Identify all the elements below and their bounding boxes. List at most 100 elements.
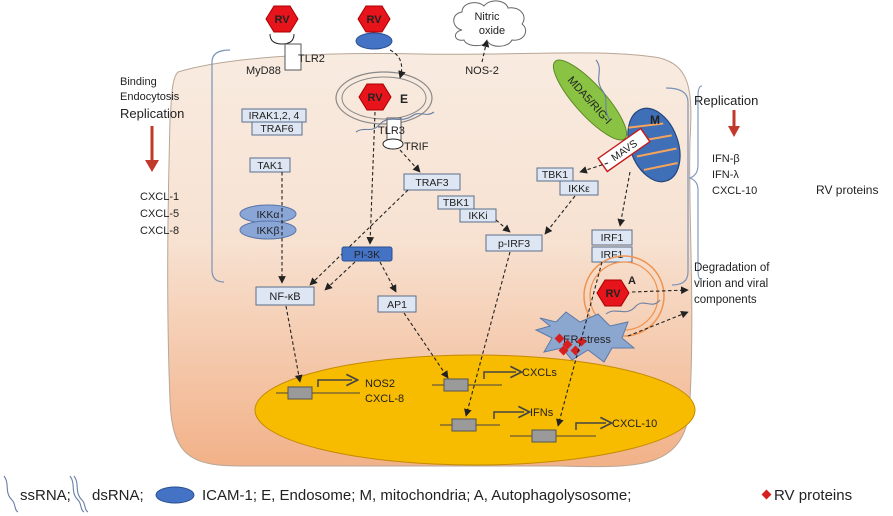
- left-panel-cxcl5: CXCL-5: [140, 208, 179, 220]
- legend-ssrna: ssRNA;: [20, 487, 71, 504]
- nucleus: [254, 354, 696, 466]
- icam1-receptor: [355, 32, 393, 50]
- traf3-box: [403, 173, 461, 191]
- ikke-to-pirf3-arrow: [544, 195, 576, 235]
- endosome-label: E: [400, 92, 408, 106]
- legend-dsrna: dsRNA;: [92, 487, 144, 504]
- icam-to-endosome-arrow: [389, 49, 406, 79]
- virus-autophagosome: RV: [596, 279, 630, 307]
- endosome-outer: [335, 71, 433, 125]
- nitric-oxide-line1: Nitric: [474, 11, 500, 23]
- ikki-box: [459, 208, 497, 223]
- irak-label: IRAK1,2, 4: [249, 110, 300, 122]
- er-stress-label: ER stress: [563, 334, 611, 346]
- ikke-label: IKKε: [568, 183, 590, 195]
- ikka-label: IKKα: [257, 209, 280, 221]
- virus-endosome: RV: [358, 83, 392, 111]
- tbk1-a-label: TBK1: [443, 197, 469, 209]
- ikkb-label: IKKβ: [257, 225, 280, 237]
- ikki-label: IKKi: [468, 210, 487, 222]
- mitochondria-label: M: [650, 113, 660, 127]
- nfkb-label: NF-κB: [269, 291, 300, 303]
- right-panel-cxcl10: CXCL-10: [712, 185, 757, 197]
- legend-rest: ICAM-1; E, Endosome; M, mitochondria; A,…: [202, 487, 631, 504]
- mavs-to-tbk1-arrow: [579, 162, 609, 174]
- pirf3-box: [485, 234, 543, 252]
- irf1-a-label: IRF1: [601, 232, 624, 244]
- ikke-box: [559, 180, 599, 196]
- tbk1-a-box: [437, 195, 475, 210]
- pirf3-label: p-IRF3: [498, 238, 530, 250]
- nfkb-to-nucleus-arrow: [285, 305, 303, 383]
- right-panel-replication: Replication: [694, 93, 758, 108]
- left-panel-cxcl1: CXCL-1: [140, 191, 179, 203]
- ikki-to-pirf3-arrow: [495, 219, 511, 233]
- trif-adaptor: [382, 138, 404, 150]
- irf1-a-box: [591, 229, 633, 246]
- virus-label: RV: [367, 92, 383, 104]
- gene-nos2-label: NOS2: [365, 378, 395, 390]
- tbk1-b-label: TBK1: [542, 169, 568, 181]
- myd88-label: MyD88: [246, 65, 281, 77]
- tlr2-stalk: [284, 43, 302, 71]
- left-panel-cxcl8: CXCL-8: [140, 225, 179, 237]
- pirf3-to-nucleus-arrow: [464, 251, 511, 417]
- left-panel-replication: Replication: [120, 106, 184, 121]
- autophagosome-label: A: [628, 275, 636, 287]
- trif-to-traf3-arrow: [399, 149, 421, 173]
- right-panel-arrow-head: [728, 126, 740, 137]
- tak1-label: TAK1: [257, 160, 283, 172]
- gene-cxcl10: [510, 423, 606, 443]
- trif-label: TRIF: [404, 141, 429, 153]
- legend-proteins: RV proteins: [774, 487, 852, 504]
- traf3-to-nfkb-arrow: [309, 189, 409, 286]
- nitric-oxide-line2: oxide: [479, 25, 505, 37]
- right-panel-rv-proteins: RV proteins: [816, 183, 878, 197]
- ssrna-legend-icon: [3, 475, 19, 513]
- pi3k-label: PI-3K: [354, 249, 380, 261]
- legend: ssRNA; dsRNA; ICAM-1; E, Endosome; M, mi…: [3, 475, 852, 513]
- left-panel-binding: Binding: [120, 76, 157, 88]
- degradation-line1: Degradation of: [694, 262, 770, 274]
- gene-cxcls: [432, 372, 516, 392]
- er-stress-burst: [534, 311, 636, 363]
- ap1-label: AP1: [387, 299, 407, 311]
- irf1-b-box: [591, 246, 633, 263]
- gene-cxcls-label: CXCLs: [522, 367, 557, 379]
- ap1-to-nucleus-arrow: [403, 312, 449, 379]
- dsrna-legend-icon: [69, 475, 89, 513]
- irf1-to-nucleus-arrow: [556, 261, 603, 427]
- left-panel-endocytosis: Endocytosis: [120, 91, 180, 103]
- autophagy-to-degradation-arrow: [631, 286, 689, 295]
- virus-label: RV: [274, 14, 290, 26]
- irf1-b-label: IRF1: [601, 249, 624, 261]
- tlr2-label: TLR2: [298, 53, 325, 65]
- rv-protein-cluster: [554, 333, 587, 356]
- dsrna-endosome: [355, 111, 435, 133]
- gene-cxcl10-label: CXCL-10: [612, 418, 657, 430]
- virus-icam: RV: [357, 5, 391, 33]
- nitric-oxide-cloud: [453, 0, 527, 47]
- tak1-box: [249, 157, 291, 173]
- rv-protein-legend-icon: [761, 489, 772, 500]
- traf6-box: [251, 121, 303, 136]
- gene-ifns-label: IFNs: [530, 407, 554, 419]
- traf3-label: TRAF3: [415, 177, 448, 189]
- tbk1-b-box: [536, 167, 574, 182]
- ap1-box: [377, 295, 417, 313]
- gene-ifns: [440, 412, 524, 432]
- left-bracket: [211, 49, 231, 283]
- degradation-line3: components: [694, 294, 757, 306]
- endosome-inner: [341, 76, 427, 120]
- virus-label: RV: [605, 288, 621, 300]
- degradation-line2: virion and viral: [694, 278, 768, 290]
- endosome-to-pi3k-arrow: [366, 111, 376, 245]
- autophagosome-outer: [583, 255, 665, 337]
- right-bracket: [665, 87, 689, 286]
- right-panel-brace: [688, 85, 703, 281]
- right-panel-ifnl: IFN-λ: [712, 169, 739, 181]
- left-panel-arrow-head: [145, 160, 159, 172]
- tlr3-label: TLR3: [378, 125, 405, 137]
- nos2-to-no-arrow: [481, 39, 490, 63]
